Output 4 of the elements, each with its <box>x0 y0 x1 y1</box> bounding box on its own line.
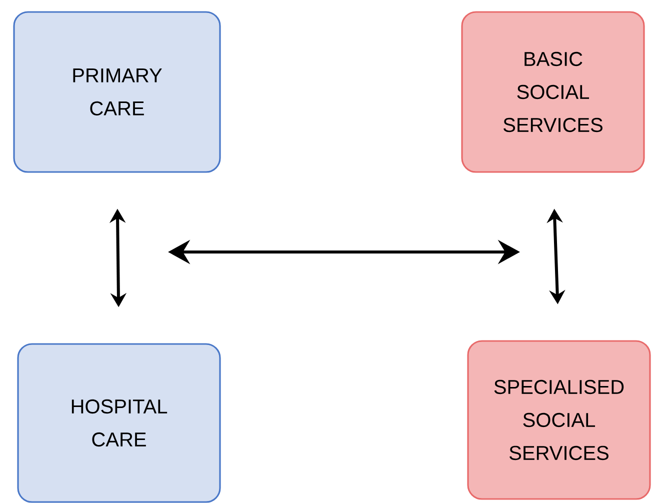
care-box: HOSPITAL CARE <box>17 343 221 503</box>
care-box: PRIMARY CARE <box>13 11 221 173</box>
care-box: BASIC SOCIAL SERVICES <box>461 11 645 173</box>
care-box: SPECIALISED SOCIAL SERVICES <box>467 340 651 500</box>
